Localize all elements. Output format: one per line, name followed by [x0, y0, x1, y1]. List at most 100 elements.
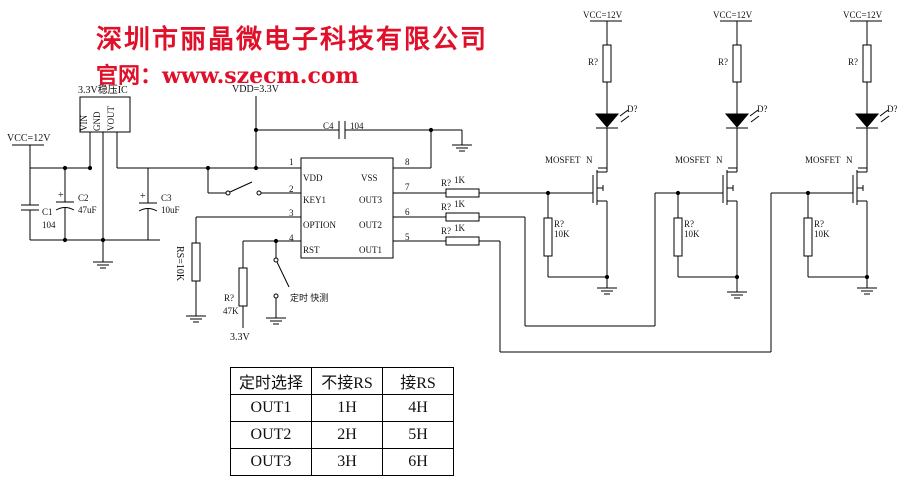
mosfet-icon	[722, 168, 738, 205]
c2-value: 47uF	[78, 205, 97, 215]
svg-text:+: +	[58, 190, 64, 201]
table-cell: 4H	[382, 394, 454, 422]
table-header-cell: 接RS	[382, 367, 454, 395]
channel-resistor-ref: R?	[718, 57, 728, 67]
channel-resistor-ref: R?	[848, 57, 858, 67]
channel-gate-resistor-value: 10K	[684, 229, 700, 239]
channel-mosfet-label: MOSFET	[805, 155, 841, 165]
controller-ic	[300, 157, 394, 259]
timing-switch-label: 定时 快测	[290, 292, 328, 303]
output-channel-2: VCC=12V R? D? MOSFET N R? 10K	[673, 10, 768, 299]
series-resistor-out2: R? 1K	[441, 199, 480, 222]
pin-num-8: 8	[405, 157, 410, 167]
channel-mosfet-label: MOSFET	[545, 155, 581, 165]
pin-num-7: 7	[405, 182, 410, 192]
pin-num-1: 1	[289, 157, 294, 167]
vdd-label: VDD=3.3V	[232, 84, 280, 95]
channel-vcc-label: VCC=12V	[583, 10, 623, 20]
website-url: 官网：www.szecm.com	[96, 63, 359, 89]
table-header-row: 定时选择 不接RS 接RS	[230, 367, 454, 395]
ic-pin-out3: OUT3	[359, 195, 382, 205]
table-header-cell: 定时选择	[230, 367, 312, 395]
ic-pin-vdd: VDD	[303, 173, 323, 183]
channel-gate-resistor	[803, 217, 813, 257]
rst-supply-label: 3.3V	[230, 332, 251, 343]
regulator-pin-vout: VOUT	[106, 106, 116, 131]
table-row: OUT1 1H 4H	[230, 394, 454, 422]
pin-num-3: 3	[289, 208, 294, 218]
c2-ref: C2	[78, 193, 89, 203]
timing-switch: 定时 快测	[265, 241, 328, 325]
regulator-section: 3.3V稳压IC VIN GND VOUT VCC=12V C1 104	[7, 83, 290, 269]
capacitor-c2: + C2 47uF	[55, 168, 97, 240]
table-cell: 6H	[382, 448, 454, 476]
regulator-title: 3.3V稳压IC	[78, 83, 128, 96]
channel-gate-resistor	[673, 217, 683, 257]
output-channel-3: VCC=12V R? D? MOSFET N R? 10K	[803, 10, 898, 295]
channel-resistor	[862, 44, 872, 83]
output-channel-1: VCC=12V R? D? MOSFET N R? 10K	[543, 10, 638, 295]
ic-pin-rst: RST	[303, 245, 320, 255]
ic-pin-vss: VSS	[361, 173, 378, 183]
channel-gate-resistor	[543, 217, 553, 257]
channel-resistor	[732, 44, 742, 83]
led-icon	[854, 113, 880, 128]
led-icon	[594, 113, 620, 128]
table-cell: 2H	[311, 421, 383, 449]
table-cell: 1H	[311, 394, 383, 422]
ic-pin-out2: OUT2	[359, 220, 382, 230]
pin-num-4: 4	[289, 233, 294, 243]
ic-pin-option: OPTION	[303, 220, 336, 230]
channel-led-ref: D?	[757, 104, 768, 114]
channel-mosfet-type: N	[586, 155, 593, 165]
regulator-ic	[79, 96, 131, 133]
capacitor-c4: C4 104	[256, 121, 473, 152]
channel-mosfet-type: N	[716, 155, 723, 165]
channel-gate-resistor-value: 10K	[554, 229, 570, 239]
svg-text:1K: 1K	[454, 199, 466, 209]
controller-section: VDD=3.3V C4 104 VDD KEY1 OPTION RST VSS …	[174, 84, 846, 353]
table-cell: OUT3	[230, 448, 312, 476]
key1-switch	[205, 165, 301, 196]
series-resistor-out3: R? 1K	[441, 175, 480, 198]
channel-gate-resistor-ref: R?	[684, 219, 694, 229]
capacitor-c3: + C3 10uF	[138, 168, 180, 240]
channel-resistor-ref: R?	[588, 57, 598, 67]
table-row: OUT3 3H 6H	[230, 448, 454, 476]
pin-num-6: 6	[405, 207, 410, 217]
series-resistor-out1: R? 1K	[441, 223, 480, 246]
rst-resistor-ref: R?	[224, 293, 234, 303]
channel-resistor	[602, 44, 612, 83]
channel-gate-resistor-ref: R?	[814, 219, 824, 229]
ic-pin-key1: KEY1	[303, 195, 326, 205]
table-cell: OUT1	[230, 394, 312, 422]
regulator-vcc-label: VCC=12V	[7, 133, 51, 144]
c4-value: 104	[350, 121, 364, 131]
svg-text:R?: R?	[441, 226, 451, 236]
table-cell: 3H	[311, 448, 383, 476]
channel-led-ref: D?	[887, 104, 898, 114]
resistor-rst	[238, 267, 248, 307]
company-name: 深圳市丽晶微电子科技有限公司	[96, 25, 489, 55]
c1-ref: C1	[42, 207, 53, 217]
rst-resistor-value: 47K	[223, 306, 239, 316]
svg-text:+: +	[140, 191, 146, 202]
timing-table: 定时选择 不接RS 接RS OUT1 1H 4H OUT2 2H 5H OUT3…	[230, 367, 454, 476]
capacitor-c1: C1 104	[21, 168, 56, 240]
c4-ref: C4	[323, 121, 334, 131]
svg-text:R?: R?	[441, 178, 451, 188]
led-icon	[724, 113, 750, 128]
channel-vcc-label: VCC=12V	[713, 10, 753, 20]
pin-num-2: 2	[289, 184, 294, 194]
c1-value: 104	[42, 220, 56, 230]
pin-num-5: 5	[405, 232, 410, 242]
c3-value: 10uF	[161, 205, 180, 215]
svg-text:1K: 1K	[454, 223, 466, 233]
svg-text:R?: R?	[441, 202, 451, 212]
channel-mosfet-type: N	[846, 155, 853, 165]
channel-gate-resistor-ref: R?	[554, 219, 564, 229]
c3-ref: C3	[161, 193, 172, 203]
channel-mosfet-label: MOSFET	[675, 155, 711, 165]
channel-vcc-label: VCC=12V	[843, 10, 883, 20]
rs-label: RS=10K	[174, 246, 185, 282]
